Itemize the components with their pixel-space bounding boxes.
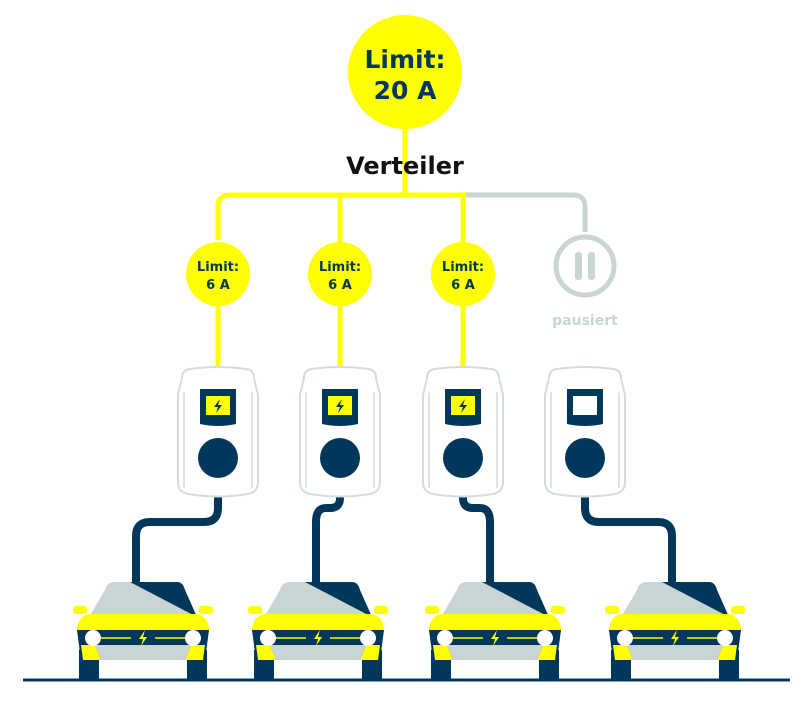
car-headlight-left <box>260 630 276 646</box>
branch-limit-circle <box>431 242 495 306</box>
main-limit-line2: 20 A <box>374 76 437 105</box>
electric-car-3 <box>425 582 565 680</box>
branch-limit-circle <box>186 242 250 306</box>
paused-status-label: pausiert <box>552 313 618 329</box>
electric-car-4 <box>605 582 745 680</box>
wallbox-charger-3 <box>422 366 504 498</box>
car-headlight-right <box>185 630 201 646</box>
distributor-label: Verteiler <box>346 152 464 180</box>
car-bumper-left <box>433 645 453 660</box>
car-bumper-center <box>447 645 543 660</box>
wallbox-charger-2 <box>299 366 381 498</box>
charger-body <box>177 366 259 498</box>
car-headlight-right <box>537 630 553 646</box>
electric-car-2 <box>248 582 388 680</box>
charger-body <box>299 366 381 498</box>
branch-limit-node-3: Limit: 6 A <box>431 242 495 306</box>
charging-cable-4 <box>581 456 676 589</box>
branch-limit-node-1: Limit: 6 A <box>186 242 250 306</box>
wallbox-charger-1 <box>177 366 259 498</box>
car-bumper-center <box>270 645 366 660</box>
car-roof-shade <box>305 582 372 617</box>
car-hood <box>252 614 384 632</box>
car-headlight-right <box>360 630 376 646</box>
branch-paused-node-4: pausiert <box>552 234 618 329</box>
car-mirror-right <box>731 606 745 614</box>
branch-limit-line1: Limit: <box>319 260 361 275</box>
branch-limit-line2: 6 A <box>328 278 352 293</box>
car-bumper-right <box>717 645 737 660</box>
car-bumper-center <box>95 645 191 660</box>
car-hood <box>77 614 209 632</box>
car-mirror-left <box>605 606 619 614</box>
car-headlight-left <box>85 630 101 646</box>
car-mirror-right <box>374 606 388 614</box>
car-mirror-right <box>199 606 213 614</box>
lightning-icon <box>671 630 679 646</box>
car-headlight-right <box>717 630 733 646</box>
charger-socket <box>320 438 360 478</box>
branch-limit-node-2: Limit: 6 A <box>308 242 372 306</box>
car-headlight-left <box>617 630 633 646</box>
electric-car-1 <box>73 582 213 680</box>
car-hood <box>609 614 741 632</box>
car-mirror-left <box>248 606 262 614</box>
car-bumper-left <box>256 645 276 660</box>
main-limit-circle <box>348 15 462 129</box>
charging-cable-3 <box>459 456 494 589</box>
lightning-icon <box>314 630 322 646</box>
car-headlight-left <box>437 630 453 646</box>
car-bumper-left <box>613 645 633 660</box>
car-roof-shade <box>662 582 729 617</box>
charger-socket <box>198 438 238 478</box>
wallbox-charger-4 <box>544 366 626 498</box>
bus-wire-active <box>215 192 466 240</box>
charger-display-idle <box>573 396 597 415</box>
car-mirror-left <box>73 606 87 614</box>
charger-socket <box>443 438 483 478</box>
lightning-icon <box>214 399 222 413</box>
lightning-icon <box>336 399 344 413</box>
car-bumper-right <box>360 645 380 660</box>
pause-circle <box>553 234 617 298</box>
main-limit-line1: Limit: <box>364 45 445 74</box>
branch-limit-circle <box>308 242 372 306</box>
lightning-icon <box>459 399 467 413</box>
car-mirror-left <box>425 606 439 614</box>
lightning-icon <box>139 630 147 646</box>
branch-limit-line2: 6 A <box>206 278 230 293</box>
branch-limit-line1: Limit: <box>197 260 239 275</box>
lightning-icon <box>491 630 499 646</box>
car-bumper-right <box>185 645 205 660</box>
charger-socket <box>565 438 605 478</box>
charging-cable-2 <box>312 456 344 589</box>
charger-body <box>422 366 504 498</box>
car-roof-shade <box>482 582 549 617</box>
charging-cable-1 <box>132 456 222 589</box>
car-bumper-left <box>81 645 101 660</box>
bus-wire-paused <box>463 192 588 232</box>
car-bumper-center <box>627 645 723 660</box>
wiring <box>215 125 588 372</box>
branch-limit-line2: 6 A <box>451 278 475 293</box>
main-limit-node: Limit: 20 A <box>348 15 462 129</box>
charging-cables <box>132 456 676 589</box>
car-mirror-right <box>551 606 565 614</box>
car-bumper-right <box>537 645 557 660</box>
charger-body <box>544 366 626 498</box>
car-roof-shade <box>130 582 197 617</box>
pause-icon <box>575 252 595 280</box>
car-hood <box>429 614 561 632</box>
branch-limit-line1: Limit: <box>442 260 484 275</box>
